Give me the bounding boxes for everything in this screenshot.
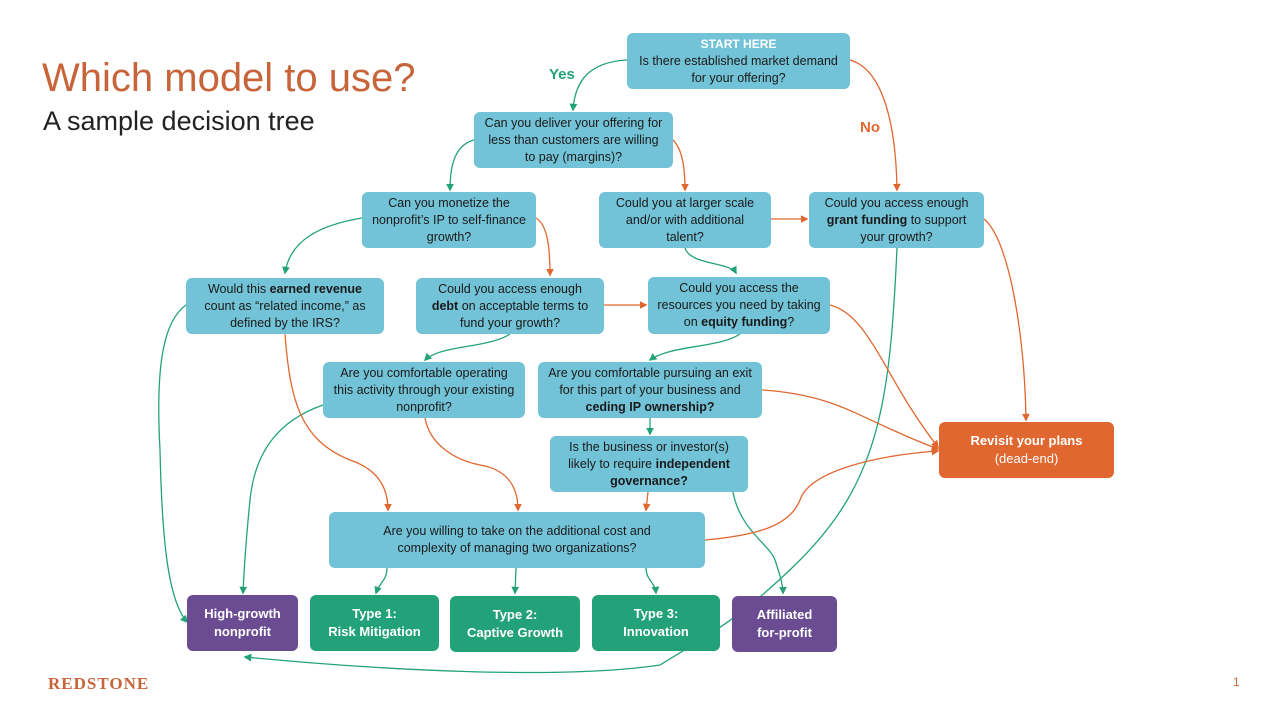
node-margins: Can you deliver your offering for less t…: [474, 112, 673, 168]
outcome-affiliated-for-profit: Affiliated for-profit: [732, 596, 837, 652]
yes-label: Yes: [549, 66, 575, 83]
node-earned-revenue-text: Would this earned revenue count as “rela…: [204, 281, 366, 330]
arrow-governance-yes: [732, 491, 787, 595]
start-here-label: START HERE: [700, 36, 777, 51]
page-number: 1: [1233, 675, 1240, 689]
arrow-equity-yes: [648, 333, 741, 361]
outcome-type3-innovation: Type 3: Innovation: [592, 595, 720, 651]
node-governance: Is the business or investor(s) likely to…: [550, 436, 748, 492]
slide-title: Which model to use?: [42, 56, 416, 100]
arrow-monetize-yes: [282, 217, 363, 275]
arrow-two-orgs-type1: [374, 567, 388, 595]
node-two-organizations: Are you willing to take on the additiona…: [329, 512, 705, 568]
arrow-debt-yes: [423, 333, 511, 362]
node-equity-text: Could you access the resources you need …: [657, 281, 821, 329]
node-comfortable-nonprofit: Are you comfortable operating this activ…: [323, 362, 525, 418]
node-earned-revenue: Would this earned revenue count as “rela…: [186, 278, 384, 334]
outcome-type1-risk-mitigation: Type 1: Risk Mitigation: [310, 595, 439, 651]
node-grant-funding: Could you access enough grant funding to…: [809, 192, 984, 248]
node-grant-funding-text: Could you access enough grant funding to…: [824, 195, 969, 244]
slide-subtitle: A sample decision tree: [43, 106, 315, 136]
node-start: START HERE Is there established market d…: [627, 33, 850, 89]
arrow-start-no: [849, 59, 901, 192]
arrow-grant-no: [983, 218, 1030, 422]
node-governance-text: Is the business or investor(s) likely to…: [568, 439, 730, 488]
node-larger-scale: Could you at larger scale and/or with ad…: [599, 192, 771, 248]
arrow-two-orgs-no: [704, 447, 940, 541]
arrow-exit-no: [761, 389, 940, 451]
outcome-high-growth-nonprofit: High-growth nonprofit: [187, 595, 298, 651]
arrow-earned-yes: [158, 304, 189, 624]
no-label: No: [860, 119, 880, 136]
arrow-two-orgs-type3: [645, 567, 660, 595]
node-monetize-ip: Can you monetize the nonprofit’s IP to s…: [362, 192, 536, 248]
arrow-margins-no: [672, 139, 689, 192]
arrow-start-yes: [569, 59, 628, 112]
node-comfortable-nonprofit-text: Are you comfortable operating this activ…: [333, 365, 515, 414]
node-debt: Could you access enough debt on acceptab…: [416, 278, 604, 334]
node-revisit-plans: Revisit your plans (dead-end): [939, 422, 1114, 478]
arrow-governance-no: [642, 491, 651, 512]
arrow-equity-no: [829, 304, 939, 449]
node-larger-scale-text: Could you at larger scale and/or with ad…: [615, 195, 755, 244]
revisit-subtitle: (dead-end): [994, 451, 1059, 466]
node-start-text: Is there established market demand for y…: [639, 53, 838, 85]
arrow-monetize-no: [535, 217, 554, 277]
arrow-scale-yes: [684, 247, 737, 275]
node-equity: Could you access the resources you need …: [648, 277, 830, 334]
arrow-comfortable-yes: [239, 404, 324, 595]
arrow-earned-no: [284, 333, 392, 512]
revisit-title: Revisit your plans: [970, 433, 1083, 448]
node-exit-text: Are you comfortable pursuing an exit for…: [548, 365, 752, 414]
brand-logo: REDSTONE: [48, 674, 150, 693]
node-debt-text: Could you access enough debt on acceptab…: [431, 281, 589, 330]
node-exit: Are you comfortable pursuing an exit for…: [538, 362, 762, 418]
arrow-two-orgs-type2: [511, 567, 520, 595]
node-two-organizations-text: Are you willing to take on the additiona…: [383, 524, 651, 555]
arrow-margins-yes: [446, 139, 475, 192]
arrow-comfortable-no: [424, 417, 522, 512]
node-margins-text: Can you deliver your offering for less t…: [484, 115, 663, 164]
node-monetize-ip-text: Can you monetize the nonprofit’s IP to s…: [372, 195, 526, 244]
outcome-type2-captive-growth: Type 2: Captive Growth: [450, 596, 580, 652]
